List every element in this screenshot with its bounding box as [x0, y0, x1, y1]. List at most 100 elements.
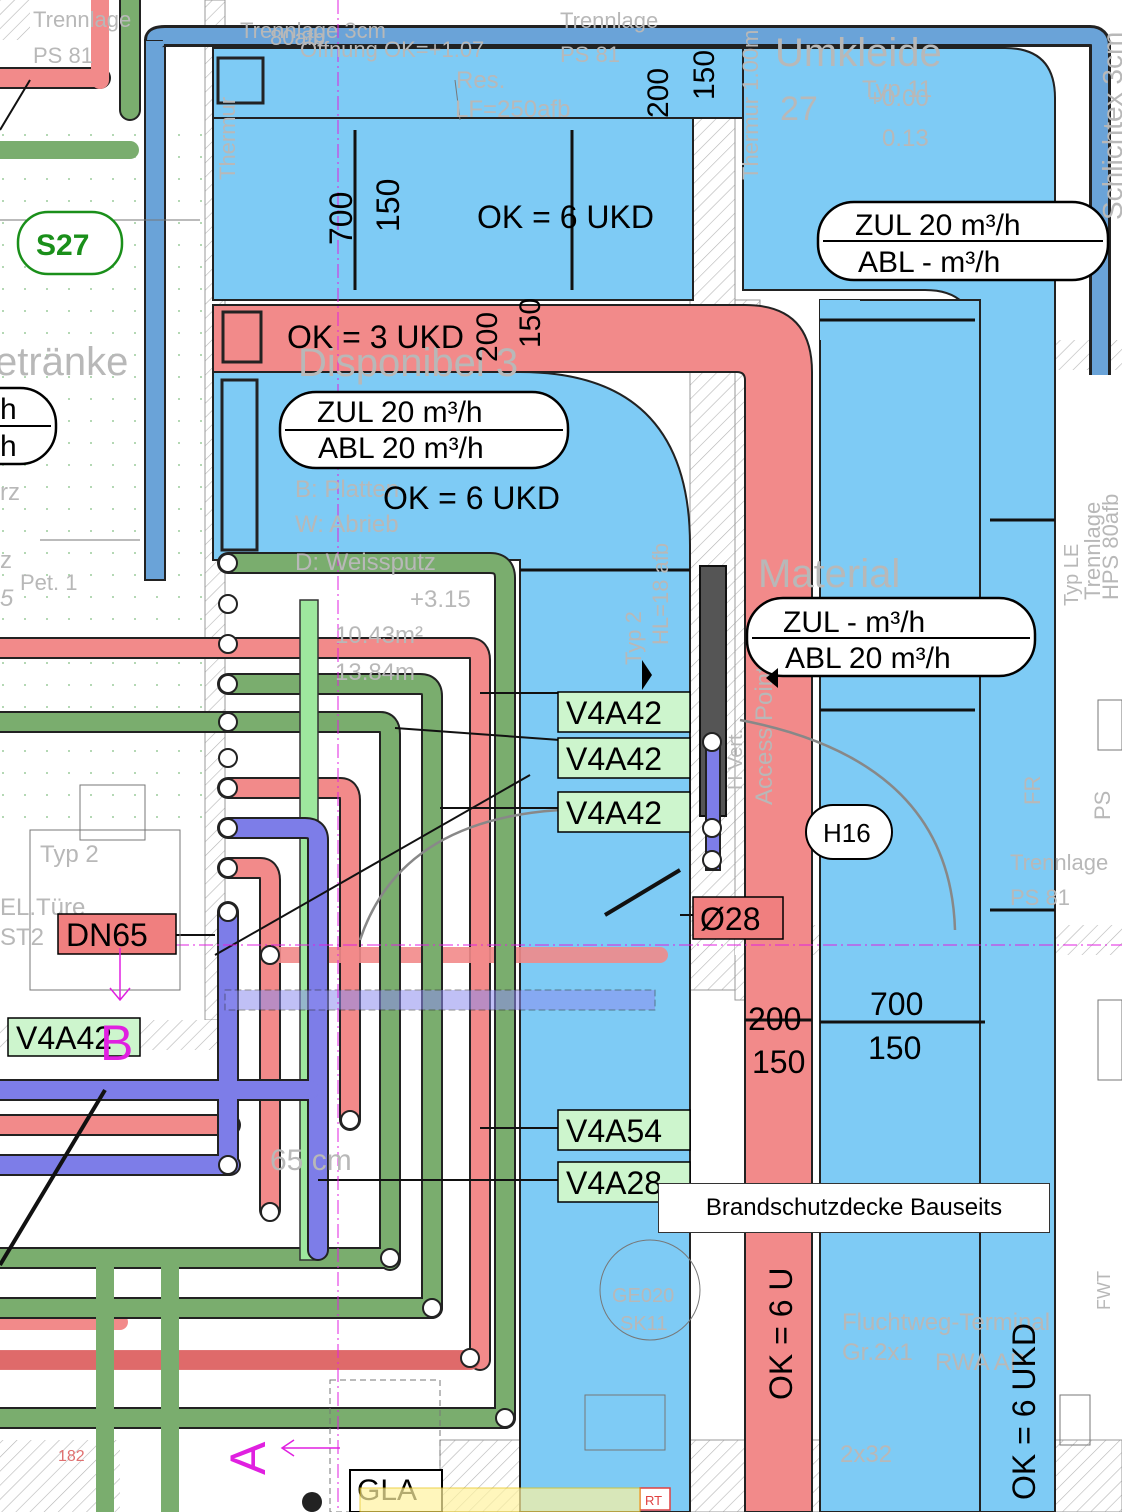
faint-thermur-right: Thermur 1.00m	[738, 30, 763, 180]
supply-ducts-blue	[212, 47, 1056, 1512]
duct-label-ok6-mid: OK = 6 UKD	[383, 480, 560, 516]
dim-700-vert: 700	[323, 192, 359, 245]
faint-lf: LF=250afb	[455, 96, 570, 123]
room-names: Umkleide Material Disponibel 3 etränke	[0, 31, 942, 596]
pipe-end-caps	[218, 553, 722, 1428]
dim-150-red: 150	[514, 298, 547, 348]
tag-v4a42-1: V4A42	[566, 695, 662, 731]
faint-d-weissputz: D: Weissputz	[295, 549, 436, 576]
faint-typ-le: Typ LE	[1061, 544, 1083, 606]
faint-sk11: SK11	[620, 1313, 667, 1335]
faint-typ2-vert: Typ 2	[621, 611, 646, 665]
dim-150-side: 150	[752, 1044, 805, 1080]
airflow-tag-3: ZUL - m³/h ABL 20 m³/h	[745, 596, 1037, 678]
faint-trennlage-2: Trennlage	[560, 8, 658, 33]
faint-ge020: GE020	[612, 1285, 674, 1307]
marker-s27: S27	[36, 229, 89, 262]
dim-150-vert: 150	[370, 179, 406, 232]
faint-area2: 13.84m	[335, 659, 415, 686]
dimension-labels: 700 150 200 150 200 150 700 150 200 150	[323, 50, 923, 1080]
faint-res: Res.	[456, 67, 505, 94]
duct-label-ok3: OK = 3 UKD	[287, 319, 464, 355]
duct-label-ok6-vert-right: OK = 6 UKD	[1006, 1323, 1042, 1500]
pipes-purple	[0, 565, 727, 1261]
dim-200-top: 200	[642, 68, 675, 118]
airflow-1-zul: ZUL 20 m³/h	[855, 209, 1021, 242]
tag-v4a42-left: V4A42	[16, 1020, 112, 1056]
faint-fr: FR	[1020, 776, 1045, 805]
dim-150-top: 150	[688, 50, 721, 100]
room-name-getraenke: etränke	[0, 340, 128, 384]
duct-label-ok6-top: OK = 6 UKD	[477, 199, 654, 235]
tag-v4a54: V4A54	[566, 1113, 662, 1149]
faint-rwa: RWA AP	[935, 1349, 1026, 1376]
airflow-partial-line1: h	[0, 393, 17, 426]
faint-80afb: 80afb	[270, 25, 325, 50]
faint-ps: PS	[1090, 791, 1115, 820]
airflow-3-abl: ABL 20 m³/h	[785, 642, 951, 675]
tag-d28: Ø28	[700, 901, 760, 937]
tooltip-brandschutzdecke: Brandschutzdecke Bauseits	[658, 1183, 1050, 1233]
airflow-2-zul: ZUL 20 m³/h	[317, 396, 483, 429]
faint-trennlage-v: Trennlage	[1080, 502, 1105, 600]
leader-lines	[0, 79, 700, 1267]
airflow-1-abl: ABL - m³/h	[858, 246, 1000, 279]
room-name-disponibel: Disponibel 3	[298, 341, 518, 385]
faint-65cm: 65 cm	[270, 1144, 352, 1177]
faint-fwt: FWT	[1094, 1271, 1114, 1310]
faint-2x32: 2x32	[840, 1441, 892, 1468]
dim-150-horiz: 150	[868, 1030, 921, 1066]
faint-h-vert: H Vert.	[725, 729, 747, 790]
exhaust-duct-red	[212, 304, 813, 1512]
tag-v4a42-2: V4A42	[566, 741, 662, 777]
marker-h16: H16	[823, 818, 871, 848]
dim-200-red: 200	[471, 312, 504, 362]
faint-area1: 10.43m²	[335, 622, 423, 649]
faint-v013: 0.13	[882, 125, 929, 152]
faint-ps81-2: PS 81	[560, 42, 620, 67]
duct-label-ok6-vert-left: OK = 6 U	[763, 1268, 799, 1401]
tag-v4a42-3: V4A42	[566, 795, 662, 831]
room-name-material: Material	[758, 552, 900, 596]
faint-ps81-1: PS 81	[33, 43, 93, 68]
faint-st2: ST2	[0, 924, 44, 951]
faint-5: 5	[0, 585, 14, 612]
airflow-tag-1: ZUL 20 m³/h ABL - m³/h	[816, 200, 1110, 282]
room-name-umkleide: Umkleide	[775, 31, 942, 75]
faint-thermur-left: Thermur	[215, 97, 240, 180]
faint-plus315: +3.15	[410, 586, 471, 613]
faint-fluchtweg: Fluchtweg-Terminal	[842, 1309, 1050, 1336]
faint-schlichtex: Schlichtex 3cm	[1097, 32, 1122, 220]
airflow-3-zul: ZUL - m³/h	[783, 606, 925, 639]
tag-dn65: DN65	[66, 917, 148, 953]
faint-trennlage-3: Trennlage	[1010, 850, 1108, 875]
pipe-tags: V4A42 V4A42 V4A42 V4A54 V4A28 V4A42 DN65…	[7, 691, 784, 1203]
faint-hl18: HL=18 afb	[648, 543, 673, 645]
dim-200-side: 200	[748, 1001, 801, 1037]
faint-access-point: Access Point	[751, 666, 778, 805]
faint-b-platten: B: Platten	[295, 476, 399, 503]
faint-182: 182	[58, 1448, 85, 1465]
faint-oeffnung: Öffnung OK=+1.07	[300, 37, 484, 62]
duct-labels: OK = 6 UKD OK = 3 UKD OK = 6 UKD OK = 6 …	[287, 199, 1042, 1500]
faint-room-27: 27	[780, 90, 818, 128]
section-marker-b: B	[100, 1015, 133, 1071]
room-text-faint: Trennlage PS 81 Trennlage PS 81 Trennlag…	[0, 7, 1122, 1468]
vertical-pipe-left	[144, 25, 1111, 581]
faint-w-abrieb: W: Abrieb	[295, 511, 399, 538]
faint-ps81-3: PS 81	[1010, 885, 1070, 910]
faint-hps-v: HPS 80afb	[1098, 494, 1122, 600]
dim-700-horiz: 700	[870, 986, 923, 1022]
airflow-partial-line2: h	[0, 430, 17, 463]
faint-rz: rz	[0, 479, 20, 506]
faint-typ2: Typ 2	[40, 841, 99, 868]
section-marker-a: A	[220, 1441, 276, 1475]
airflow-tag-2: ZUL 20 m³/h ABL 20 m³/h	[278, 390, 570, 470]
faint-pet: Pet. 1	[20, 570, 77, 595]
markers: S27 H16 B A GLA RT	[16, 210, 893, 1512]
faint-gr2x1: Gr.2x1	[842, 1339, 913, 1366]
tag-v4a28: V4A28	[566, 1165, 662, 1201]
faint-plus000: +0.00	[868, 85, 929, 112]
faint-z: z	[0, 547, 12, 574]
